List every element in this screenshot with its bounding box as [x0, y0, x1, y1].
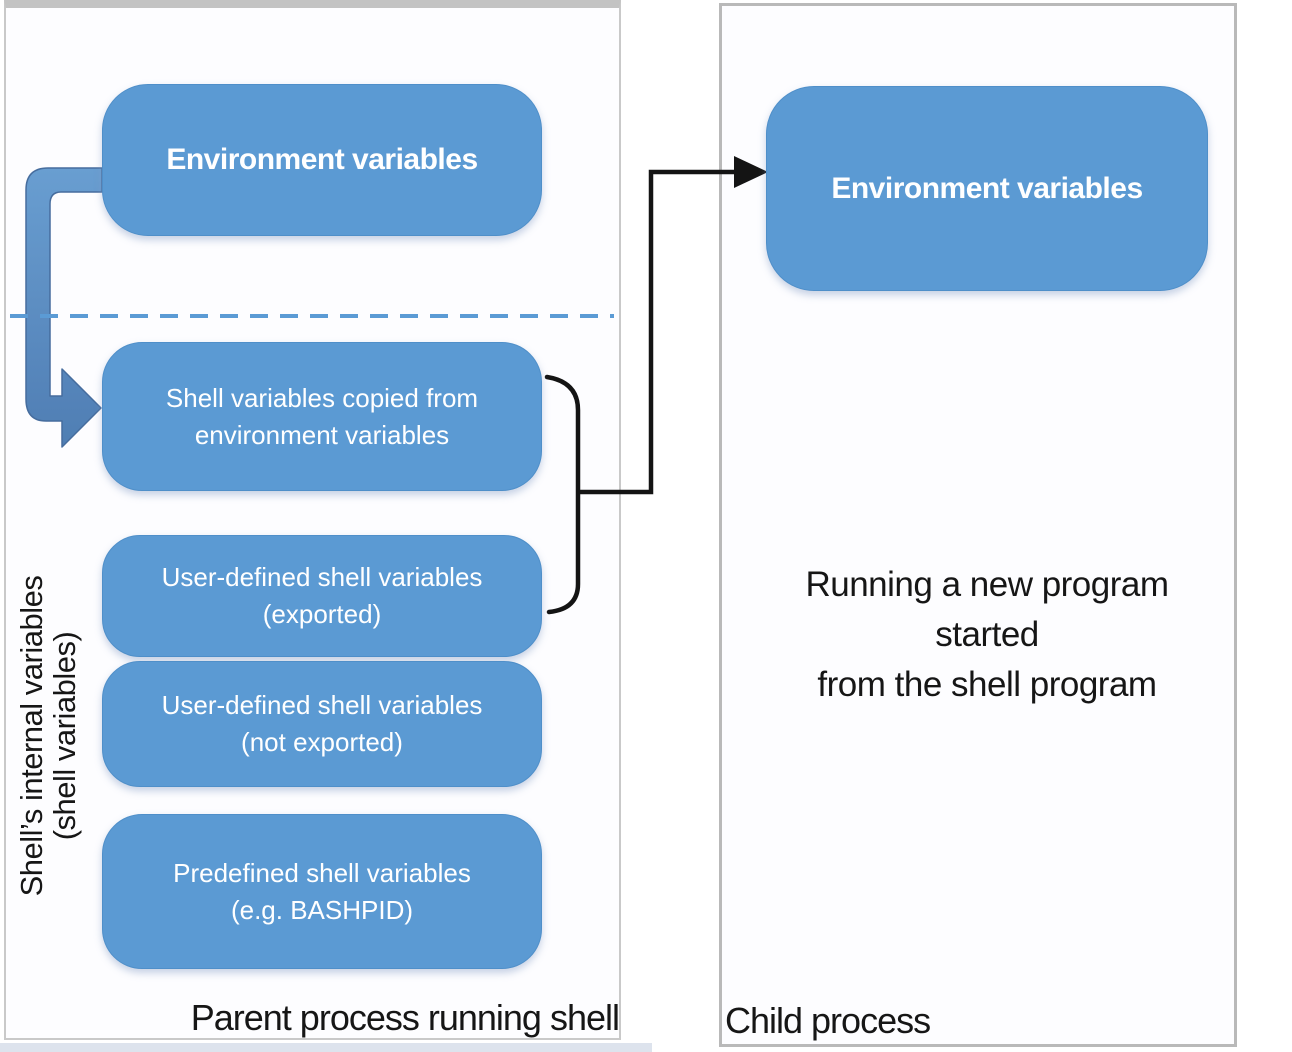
environment-variables-box-parent: Environment variables [102, 84, 542, 236]
child-process-caption: Child process [725, 1000, 931, 1041]
user-defined-not-exported-box: User-defined shell variables (not export… [102, 661, 542, 787]
shell-variables-copied-box: Shell variables copied from environment … [102, 342, 542, 491]
running-new-program-note: Running a new program started from the s… [805, 565, 1169, 704]
page-edge-strip [0, 1043, 652, 1052]
shell-internal-variables-side-label: Shell’s internal variables (shell variab… [14, 575, 82, 897]
parent-process-caption: Parent process running shell [190, 997, 620, 1038]
environment-variables-box-child: Environment variables [766, 86, 1208, 291]
predefined-shell-variables-box: Predefined shell variables (e.g. BASHPID… [102, 814, 542, 969]
user-defined-exported-box: User-defined shell variables (exported) [102, 535, 542, 657]
